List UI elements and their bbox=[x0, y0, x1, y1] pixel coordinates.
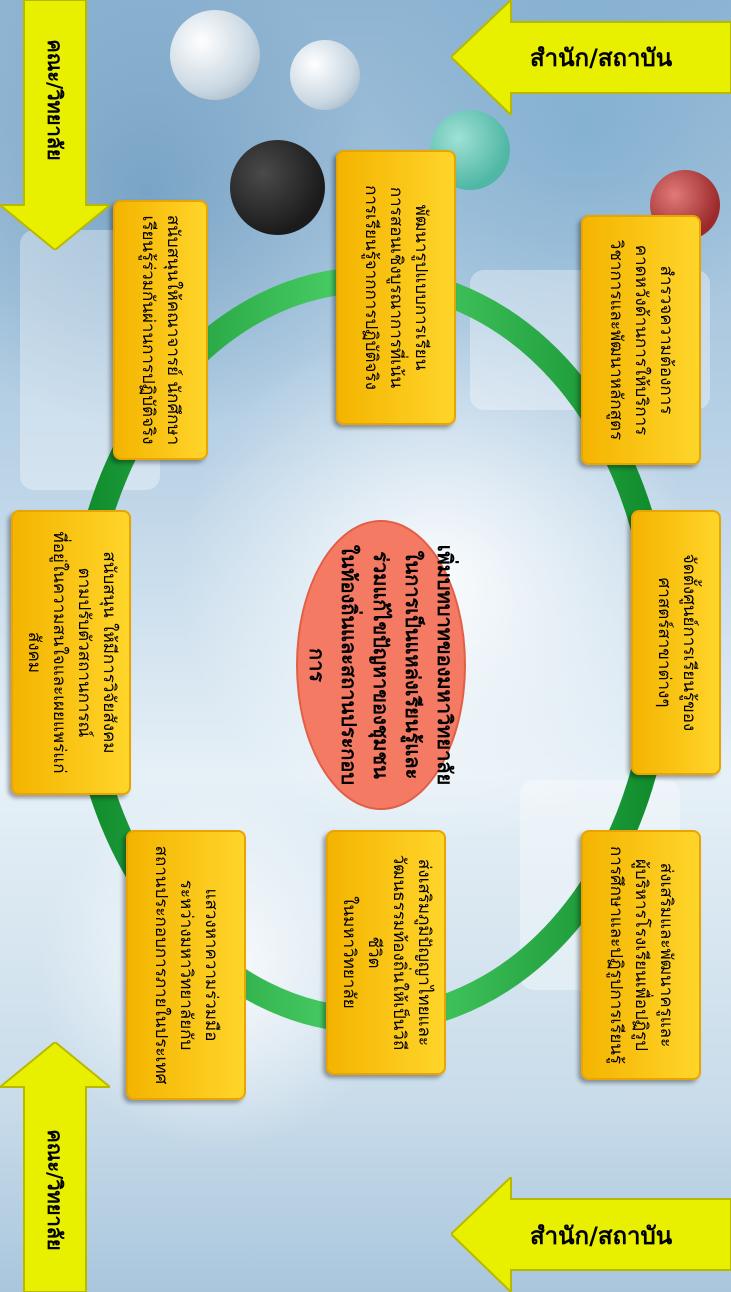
arrow-label-top-right: สำนัก/สถาบัน bbox=[530, 44, 673, 72]
box-teaching-model-text: พัฒนารูปแบบการเรียน การสอนเชิงบูรณาการที… bbox=[361, 185, 432, 390]
box-real-practice: สนับสนุนให้คณาจารย์ นักศึกษา เรียนรู้ร่ว… bbox=[113, 200, 208, 460]
box-learning-center-text: จัดตั้งศูนย์การเรียนรู้ของ ศาสตร์สาขาต่า… bbox=[654, 553, 699, 732]
center-goal-ellipse: เพิ่มบทบาทของมหาวิทยาลัย ในการเป็นแหล่งเ… bbox=[296, 520, 466, 810]
molecule-ball bbox=[290, 40, 360, 110]
arrow-top-right bbox=[451, 0, 731, 115]
center-goal-text: เพิ่มบทบาทของมหาวิทยาลัย ในการเป็นแหล่งเ… bbox=[305, 544, 457, 786]
box-real-practice-text: สนับสนุนให้คณาจารย์ นักศึกษา เรียนรู้ร่ว… bbox=[138, 214, 184, 446]
arrow-bottom-right bbox=[451, 1177, 731, 1292]
box-thai-wisdom: ส่งเสริมภูมิปัญญาไทยและ วัฒนธรรมท้องถิ่น… bbox=[326, 830, 446, 1075]
box-teaching-model: พัฒนารูปแบบการเรียน การสอนเชิงบูรณาการที… bbox=[336, 150, 456, 425]
arrow-label-bottom-right: สำนัก/สถาบัน bbox=[530, 1222, 673, 1250]
box-curriculum-survey-text: สำรวจความต้องการ คาดหวังด้านการให้บริการ… bbox=[606, 239, 677, 441]
box-thai-wisdom-text: ส่งเสริมภูมิปัญญาไทยและ วัฒนธรรมท้องถิ่น… bbox=[339, 854, 434, 1051]
box-learning-center: จัดตั้งศูนย์การเรียนรู้ของ ศาสตร์สาขาต่า… bbox=[631, 510, 721, 775]
box-curriculum-survey: สำรวจความต้องการ คาดหวังด้านการให้บริการ… bbox=[581, 215, 701, 465]
box-teacher-development: ส่งเสริมและพัฒนาครูและ ผู้บริหารโรงเรียน… bbox=[581, 830, 701, 1080]
arrow-bottom-left bbox=[0, 1042, 110, 1292]
box-research-support: สนับสนุน ให้มีการวิจัยสังคม ตามปรับตัวสถ… bbox=[11, 510, 131, 795]
molecule-ball bbox=[170, 10, 260, 100]
molecule-ball bbox=[230, 140, 325, 235]
box-teacher-development-text: ส่งเสริมและพัฒนาครูและ ผู้บริหารโรงเรียน… bbox=[606, 845, 677, 1065]
box-research-support-text: สนับสนุน ให้มีการวิจัยสังคม ตามปรับตัวสถ… bbox=[24, 531, 119, 774]
arrow-top-left bbox=[0, 0, 110, 250]
box-cooperation-text: แสวงหาความร่วมมือ ระหว่างมหาวิทยาลัยกับ … bbox=[151, 845, 222, 1085]
box-cooperation: แสวงหาความร่วมมือ ระหว่างมหาวิทยาลัยกับ … bbox=[126, 830, 246, 1100]
